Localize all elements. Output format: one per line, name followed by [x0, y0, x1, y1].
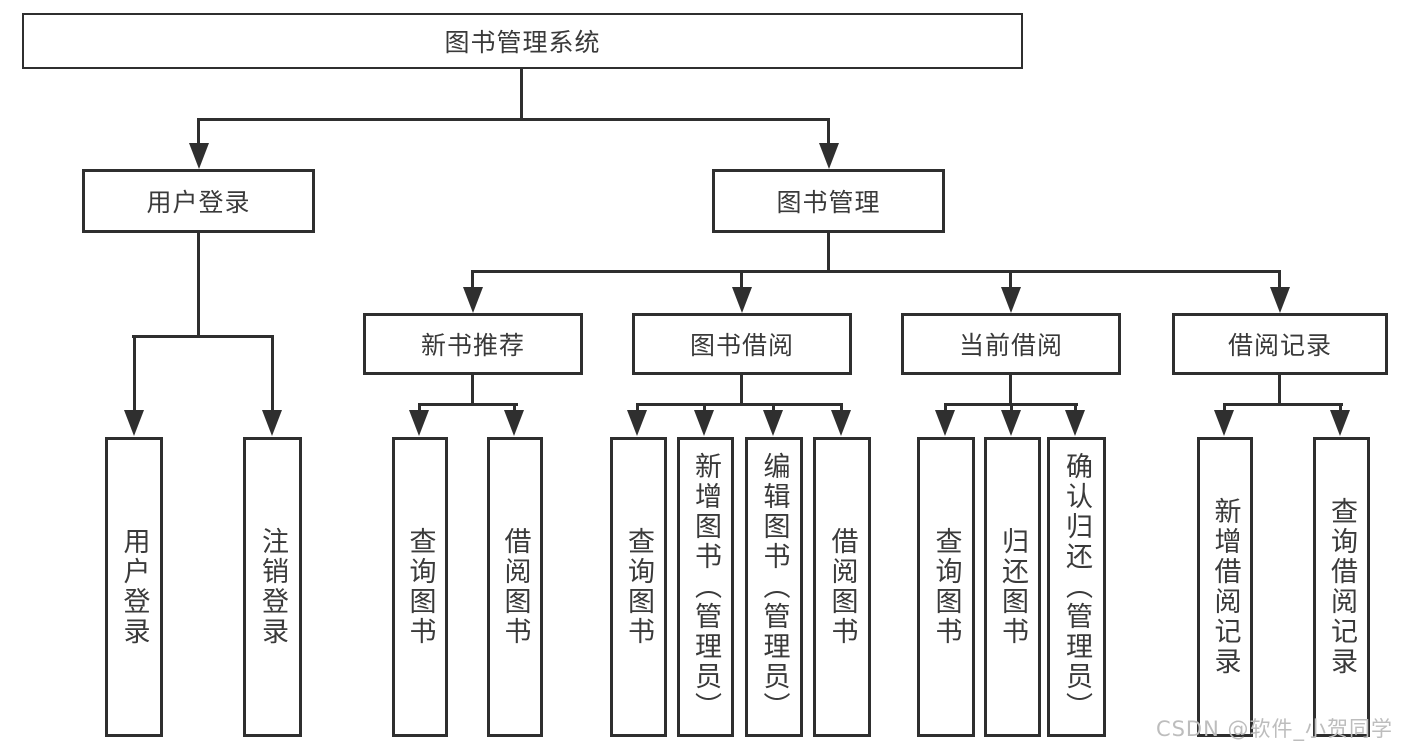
connector-vline	[740, 270, 743, 292]
connector-vline	[133, 335, 136, 415]
connector-hline	[471, 270, 1281, 273]
node-user-login-label: 用户登录	[146, 188, 251, 217]
connector-hline	[418, 403, 518, 406]
arrowhead-down-icon	[409, 410, 429, 436]
connector-vline	[827, 118, 830, 146]
leaf-user-login: 用户登录	[105, 437, 163, 737]
leaf-logout: 注销登录	[243, 437, 302, 737]
connector-vline	[418, 403, 421, 414]
leaf-records-add-record-label: 新增借阅记录	[1209, 497, 1241, 677]
arrowhead-down-icon	[262, 410, 282, 436]
connector-vline	[1074, 403, 1077, 414]
leaf-borrow-add-books-admin: 新增图书（管理员）	[677, 437, 734, 737]
node-book-management: 图书管理	[712, 169, 945, 233]
leaf-records-query-record: 查询借阅记录	[1313, 437, 1370, 737]
leaf-newbook-query-books: 查询图书	[392, 437, 448, 737]
connector-vline	[271, 335, 274, 415]
connector-vline	[827, 232, 830, 273]
node-book-management-label: 图书管理	[776, 188, 881, 217]
arrowhead-down-icon	[935, 410, 955, 436]
connector-vline	[740, 374, 743, 405]
arrowhead-down-icon	[1001, 287, 1021, 313]
arrowhead-down-icon	[819, 143, 839, 169]
leaf-current-confirm-return-admin: 确认归还（管理员）	[1047, 437, 1106, 737]
arrowhead-down-icon	[189, 143, 209, 169]
leaf-records-query-record-label: 查询借阅记录	[1326, 497, 1357, 677]
leaf-current-confirm-return-admin-label: 确认归还（管理员）	[1061, 452, 1092, 722]
node-root-label: 图书管理系统	[444, 28, 601, 57]
arrowhead-down-icon	[504, 410, 524, 436]
connector-vline	[1223, 403, 1226, 414]
node-book-borrow-label: 图书借阅	[689, 331, 794, 360]
connector-vline	[636, 403, 639, 414]
connector-vline	[513, 403, 516, 414]
node-current-borrow-label: 当前借阅	[958, 331, 1063, 360]
arrowhead-down-icon	[1270, 287, 1290, 313]
connector-vline	[703, 403, 706, 414]
leaf-current-query-books-label: 查询图书	[930, 527, 962, 647]
node-book-borrow: 图书借阅	[632, 313, 852, 375]
leaf-logout-label: 注销登录	[257, 527, 288, 647]
arrowhead-down-icon	[1330, 410, 1350, 436]
node-new-book-recommend-label: 新书推荐	[420, 331, 525, 360]
leaf-newbook-borrow-books-label: 借阅图书	[499, 527, 531, 647]
watermark-text: CSDN @软件_小贺同学	[1155, 717, 1393, 741]
arrowhead-down-icon	[694, 410, 714, 436]
node-new-book-recommend: 新书推荐	[363, 313, 583, 375]
leaf-borrow-query-books-label: 查询图书	[623, 527, 654, 647]
connector-hline	[197, 118, 830, 121]
node-borrow-records: 借阅记录	[1172, 313, 1388, 375]
connector-vline	[197, 118, 200, 146]
leaf-borrow-edit-books-admin-label: 编辑图书（管理员）	[758, 452, 790, 722]
arrowhead-down-icon	[831, 410, 851, 436]
arrowhead-down-icon	[763, 410, 783, 436]
connector-hline	[132, 335, 274, 338]
leaf-user-login-label: 用户登录	[118, 527, 150, 647]
connector-vline	[471, 270, 474, 292]
connector-vline	[840, 403, 843, 414]
connector-vline	[1010, 403, 1013, 414]
connector-vline	[1278, 270, 1281, 292]
arrowhead-down-icon	[1214, 410, 1234, 436]
connector-vline	[772, 403, 775, 414]
leaf-borrow-edit-books-admin: 编辑图书（管理员）	[745, 437, 803, 737]
connector-vline	[1009, 374, 1012, 405]
connector-hline	[636, 403, 843, 406]
leaf-current-query-books: 查询图书	[917, 437, 975, 737]
arrowhead-down-icon	[732, 287, 752, 313]
leaf-current-return-books-label: 归还图书	[997, 527, 1028, 647]
connector-vline	[944, 403, 947, 414]
leaf-borrow-query-books: 查询图书	[610, 437, 667, 737]
node-current-borrow: 当前借阅	[901, 313, 1121, 375]
arrowhead-down-icon	[124, 410, 144, 436]
connector-vline	[520, 68, 523, 121]
leaf-newbook-query-books-label: 查询图书	[404, 527, 436, 647]
leaf-newbook-borrow-books: 借阅图书	[487, 437, 543, 737]
leaf-borrow-borrow-books: 借阅图书	[813, 437, 871, 737]
arrowhead-down-icon	[463, 287, 483, 313]
connector-vline	[471, 374, 474, 405]
connector-vline	[1339, 403, 1342, 414]
leaf-current-return-books: 归还图书	[984, 437, 1041, 737]
connector-vline	[197, 232, 200, 336]
connector-hline	[1223, 403, 1343, 406]
leaf-borrow-borrow-books-label: 借阅图书	[826, 527, 858, 647]
node-borrow-records-label: 借阅记录	[1227, 331, 1332, 360]
arrowhead-down-icon	[1065, 410, 1085, 436]
arrowhead-down-icon	[627, 410, 647, 436]
leaf-records-add-record: 新增借阅记录	[1197, 437, 1253, 737]
arrowhead-down-icon	[1001, 410, 1021, 436]
leaf-borrow-add-books-admin-label: 新增图书（管理员）	[690, 452, 721, 722]
connector-vline	[1009, 270, 1012, 292]
node-root: 图书管理系统	[22, 13, 1023, 69]
node-user-login: 用户登录	[82, 169, 315, 233]
connector-vline	[1278, 374, 1281, 405]
